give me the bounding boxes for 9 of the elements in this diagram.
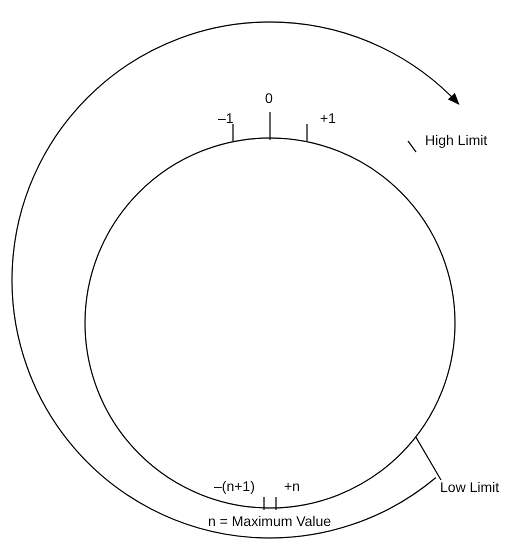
leader-line: [415, 436, 442, 480]
limit-label: Low Limit: [440, 479, 500, 495]
scale-label: +1: [320, 110, 336, 126]
limit-label: High Limit: [425, 132, 488, 148]
caption-text: n = Maximum Value: [208, 513, 332, 529]
scale-label: –1: [218, 110, 234, 126]
scale-label: –(n+1): [214, 478, 255, 494]
scale-label: 0: [265, 90, 273, 106]
scale-label: +n: [284, 478, 300, 494]
